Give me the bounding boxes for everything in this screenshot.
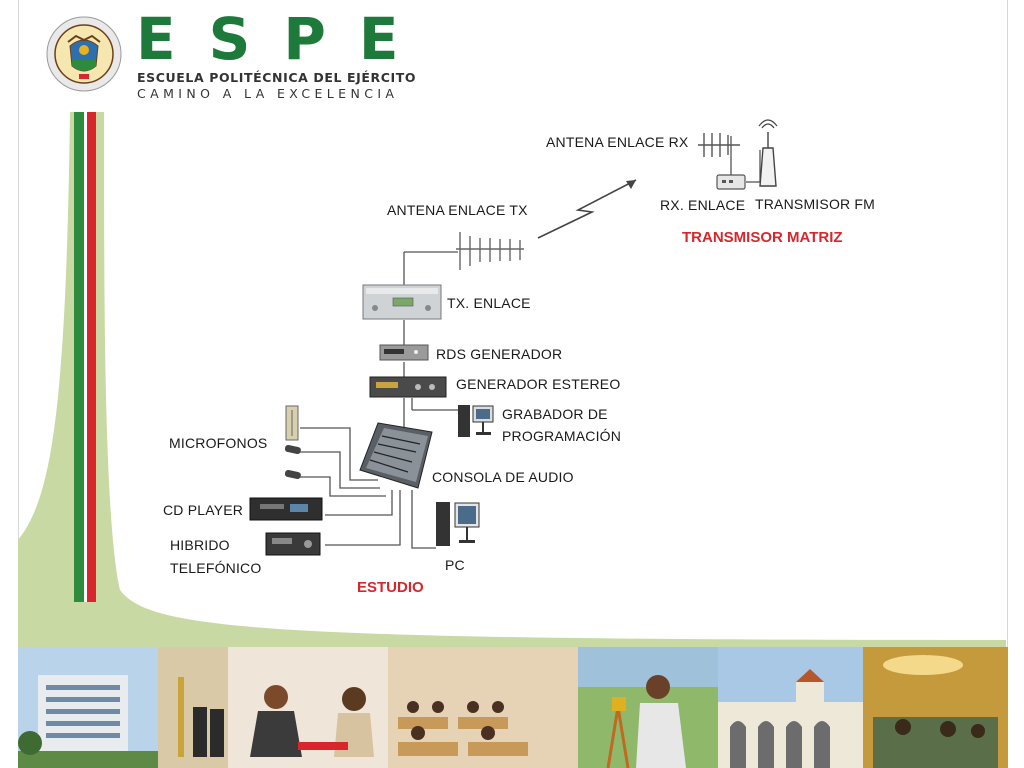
label-rds-generador: RDS GENERADOR [436,346,563,362]
slide-frame [18,0,1008,768]
cd-player-icon [249,497,323,521]
ceremony-photo [158,647,228,768]
library-photo [863,647,1008,768]
stereo-generator-icon [369,376,447,398]
label-estudio: ESTUDIO [357,579,424,596]
rx-antenna-icon [698,133,740,157]
label-tx-enlace: TX. ENLACE [447,295,531,311]
surveying-photo [578,647,718,768]
rds-generator-icon [379,344,429,361]
label-rx-enlace: RX. ENLACE [660,197,746,213]
label-antena-rx: ANTENA ENLACE RX [546,134,689,150]
stripe-red [87,112,96,602]
stripe-green [74,112,84,602]
label-grabador-2: PROGRAMACIÓN [502,428,622,444]
label-consola: CONSOLA DE AUDIO [432,469,574,485]
diagram-panel [157,108,987,606]
audio-console-icon [359,422,433,489]
recorder-pc-icon [458,405,494,437]
tx-antenna-icon [456,232,524,270]
brand-name: ESPE [136,5,432,73]
label-hibrido-1: HIBRIDO [170,537,230,553]
label-hibrido-2: TELEFÓNICO [170,560,262,576]
espe-seal-logo [46,16,122,92]
institution-name: ESCUELA POLITÉCNICA DEL EJÉRCITO [137,70,417,85]
telephone-hybrid-icon [265,532,321,556]
pc-icon [436,502,480,546]
tx-enlace-icon [362,284,442,320]
label-pc: PC [445,557,465,573]
link-arrow [537,179,637,239]
classroom-photo [388,647,578,768]
label-generador-estereo: GENERADOR ESTEREO [456,376,621,392]
label-cd-player: CD PLAYER [163,502,244,518]
microphone-icons [284,405,301,480]
stripe-white [84,112,87,602]
swoosh-shape [18,112,1006,648]
label-transmisor-fm: TRANSMISOR FM [755,196,876,212]
photo-collage [18,647,1008,768]
students-laptop-photo [228,647,388,768]
brand-tagline: CAMINO A LA EXCELENCIA [137,86,399,101]
connection-lines [300,136,761,549]
label-antena-tx: ANTENA ENLACE TX [387,202,528,218]
label-grabador-1: GRABADOR DE [502,406,608,422]
historic-building-photo [718,647,863,768]
fm-transmitter-icon [758,119,778,187]
label-transmisor-matriz: TRANSMISOR MATRIZ [682,229,843,246]
campus-photo [18,647,158,768]
label-microfonos: MICROFONOS [169,435,268,451]
